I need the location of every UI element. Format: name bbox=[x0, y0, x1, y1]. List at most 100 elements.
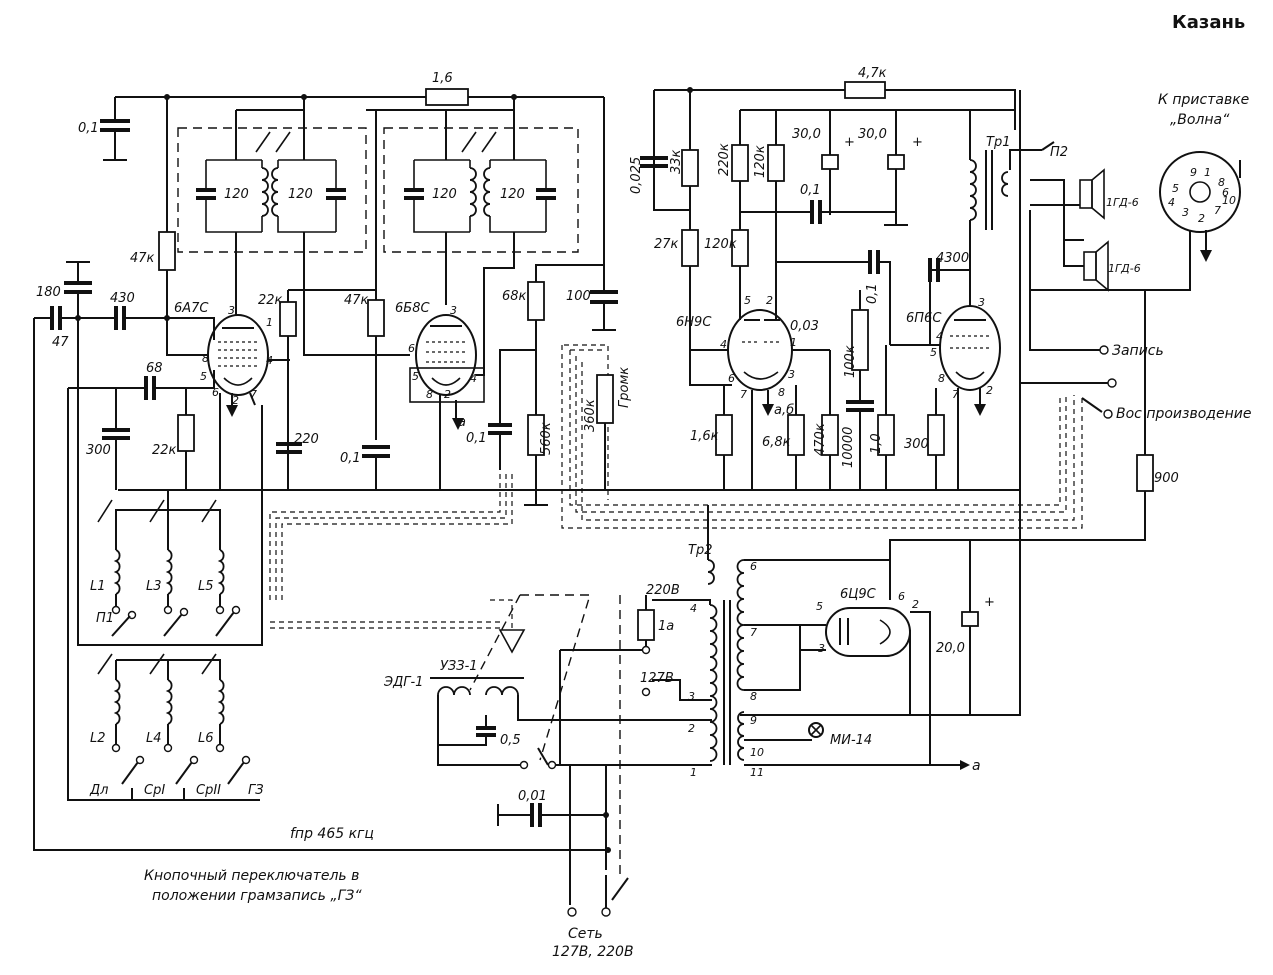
tube-6p6c-pin-2: 2 bbox=[986, 384, 993, 397]
tube-6b8c-label: 6Б8С bbox=[395, 301, 430, 316]
pickup-uzz-label: УЗЗ-1 bbox=[440, 659, 478, 674]
cap-0-1-lo-label: 0,1 bbox=[466, 431, 487, 446]
cap-4300-label: 4300 bbox=[936, 251, 969, 266]
volume-knob-label: Громк bbox=[617, 367, 632, 408]
tube-6p6c-pin-3: 3 bbox=[978, 296, 985, 309]
record-jack[interactable] bbox=[1099, 345, 1109, 355]
tr2-pin-7: 7 bbox=[750, 626, 757, 639]
tube-6a7c-pin-1: 1 bbox=[266, 316, 273, 329]
mains-terminal-2[interactable] bbox=[601, 907, 611, 917]
resistor-22k-a-label: 22к bbox=[258, 293, 283, 308]
speaker-1-label: 1ГД-6 bbox=[1106, 196, 1139, 209]
tube-6p6c-label: 6П6С bbox=[906, 311, 942, 326]
tube-6b8c-pin-8: 8 bbox=[426, 388, 433, 401]
resistor-1-6k-label: 1,6к bbox=[690, 429, 719, 444]
tr2-pin-6: 6 bbox=[750, 560, 757, 573]
voltage-selector-127[interactable] bbox=[641, 687, 651, 697]
power-transformer-label: Тр2 bbox=[688, 543, 712, 558]
cap-30-a-plus: + bbox=[844, 135, 855, 150]
capacitor-0-1-top bbox=[100, 97, 130, 161]
heater-output-a: а bbox=[972, 758, 981, 774]
switch-note-line-2: положении грамзапись „ГЗ“ bbox=[152, 888, 362, 904]
tube-6a7c-pin-8: 8 bbox=[202, 352, 209, 365]
playback-jack[interactable] bbox=[1103, 409, 1113, 419]
rectifier-pin-6: 6 bbox=[898, 590, 905, 603]
switch-p2-label: П2 bbox=[1050, 145, 1068, 160]
tube-6p6c-pin-4: 4 bbox=[936, 330, 943, 343]
cap-120-1-label: 120 bbox=[224, 187, 249, 202]
volna-connector bbox=[1159, 151, 1241, 252]
tube-6b8c-pin-3: 3 bbox=[450, 304, 457, 317]
tr2-pin-9: 9 bbox=[750, 714, 757, 727]
resistor-4-7k-label: 4,7к bbox=[858, 66, 887, 81]
mains-label: Сеть bbox=[568, 926, 603, 942]
tube-6n9c-pin-3: 3 bbox=[788, 368, 795, 381]
coil-L6-label: L6 bbox=[198, 731, 214, 746]
playback-switch-contact[interactable] bbox=[1107, 378, 1117, 388]
if-transformer-1 bbox=[196, 97, 410, 356]
rectifier-label: 6Ц9С bbox=[840, 587, 877, 602]
if-transformer-2 bbox=[404, 97, 556, 376]
connector-pin-1: 1 bbox=[1204, 166, 1211, 179]
to-box-label: К приставке bbox=[1158, 92, 1249, 108]
connector-pin-6: 6 bbox=[1222, 186, 1229, 199]
switch-dl-label: Дл bbox=[89, 783, 108, 798]
cap-68-label: 68 bbox=[146, 361, 163, 376]
heater-arrow-4 bbox=[974, 404, 986, 416]
resistor-220k-label: 220к bbox=[717, 143, 732, 176]
mains-voltage-label: 127В, 220В bbox=[552, 944, 634, 960]
switch-sr1-label: СрI bbox=[144, 783, 165, 798]
switch-note-line-1: Кнопочный переключатель в bbox=[144, 868, 359, 884]
tube-6b8c-pin-2: 2 bbox=[444, 388, 451, 401]
fuse-1a bbox=[637, 609, 655, 641]
tube-6b8c bbox=[409, 314, 485, 490]
cap-100-label: 100 bbox=[566, 289, 591, 304]
mains-terminal-1[interactable] bbox=[567, 907, 577, 917]
voltage-127-label: 127В bbox=[640, 671, 674, 686]
tube-6n9c-pin-2: 2 bbox=[766, 294, 773, 307]
tube-6a7c bbox=[207, 314, 290, 406]
cap-120-3-label: 120 bbox=[432, 187, 457, 202]
tube-6n9c-label: 6Н9С bbox=[676, 315, 712, 330]
speaker-2-label: 1ГД-6 bbox=[1108, 262, 1141, 275]
tube-6p6c bbox=[939, 300, 1001, 490]
coil-L2-label: L2 bbox=[90, 731, 106, 746]
resistor-300 bbox=[927, 414, 945, 456]
resistor-4-7k bbox=[844, 81, 886, 99]
if-filter-box-1 bbox=[177, 127, 367, 253]
tr2-pin-11: 11 bbox=[750, 766, 764, 779]
tube-6n9c-pin-4: 4 bbox=[720, 338, 727, 351]
switch-gz-label: ГЗ bbox=[248, 783, 264, 798]
resistor-47k-a bbox=[158, 231, 176, 271]
connector-pin-10: 10 bbox=[1222, 194, 1236, 207]
cap-0-01-label: 0,01 bbox=[518, 789, 547, 804]
power-transformer bbox=[560, 505, 930, 766]
voltage-220-label: 220В bbox=[646, 583, 680, 598]
connector-pin-9: 9 bbox=[1190, 166, 1197, 179]
resistor-1-6-label: 1,6 bbox=[432, 71, 453, 86]
tube-6a7c-label: 6А7С bbox=[174, 301, 209, 316]
tube-6n9c-pin-1: 1 bbox=[790, 336, 797, 349]
tr2-pin-4: 4 bbox=[690, 602, 697, 615]
if-frequency-label: fпр 465 кгц bbox=[290, 826, 374, 842]
tube-6b8c-pin-6: 6 bbox=[408, 342, 415, 355]
resistor-900-label: 900 bbox=[1154, 471, 1179, 486]
tube-6p6c-pin-7: 7 bbox=[952, 388, 959, 401]
volna-label: „Волна“ bbox=[1170, 112, 1230, 128]
fuse-label: 1а bbox=[658, 619, 674, 634]
cap-0-1-mid-label: 0,1 bbox=[340, 451, 361, 466]
cap-0-1-b-label: 0,1 bbox=[800, 183, 821, 198]
pilot-lamp-label: МИ-14 bbox=[830, 733, 872, 748]
cap-20-label: 20,0 bbox=[936, 641, 965, 656]
cap-0-025-label: 0,025 bbox=[629, 157, 644, 194]
page-title: Казань bbox=[1172, 12, 1245, 33]
resistor-33k bbox=[681, 149, 699, 187]
tube-6b8c-heater-a: а bbox=[458, 415, 466, 430]
heater-arrow-2 bbox=[452, 418, 464, 430]
resistor-68k-label: 68к bbox=[502, 289, 527, 304]
tube-6n9c-pin-6: 6 bbox=[728, 372, 735, 385]
tr2-pin-1: 1 bbox=[690, 766, 697, 779]
resistor-900 bbox=[1136, 454, 1154, 492]
playback-label: Вос производение bbox=[1116, 406, 1251, 422]
band-coils bbox=[68, 405, 263, 801]
